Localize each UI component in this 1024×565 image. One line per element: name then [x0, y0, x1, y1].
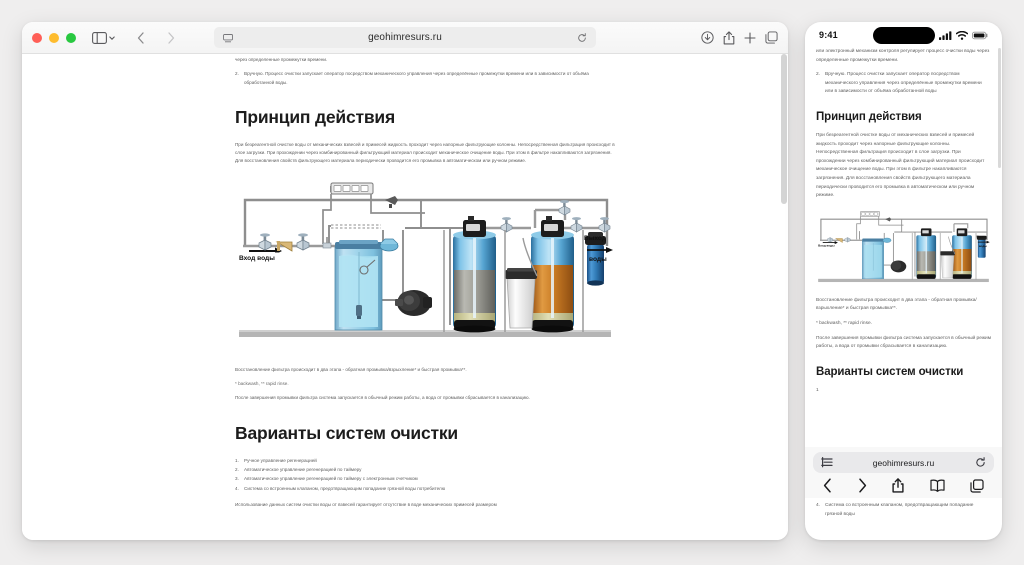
paragraph-restore: Восстановление фильтра происходит в два … — [235, 366, 467, 372]
share-icon[interactable] — [892, 478, 904, 493]
toolbar-right-actions — [701, 30, 778, 45]
tab-overview-icon[interactable] — [765, 31, 778, 44]
forward-button[interactable] — [858, 478, 867, 493]
list-item: Ручное управление регенерацией — [235, 457, 317, 466]
back-button[interactable] — [823, 478, 832, 493]
mobile-paragraph-after-rinse: После завершения промывки фильтра систем… — [816, 335, 992, 350]
paragraph-principle: При безреагентной очистке воды от механи… — [235, 141, 615, 164]
mobile-heading-variants: Варианты систем очистки — [816, 365, 964, 378]
webpage-viewport[interactable]: через определенные промежутки времени. В… — [22, 54, 788, 540]
safari-browser-window: geohimresurs.ru через определенные проме… — [22, 22, 788, 540]
mobile-paragraph-restore: Восстановление фильтра происходит в два … — [816, 297, 977, 312]
forward-button[interactable] — [160, 28, 182, 48]
mobile-heading-principle: Принцип действия — [816, 110, 922, 123]
page-heading-principle: Принцип действия — [235, 106, 395, 127]
status-indicators — [939, 30, 988, 40]
list-item: Автоматическое управление регенерацией п… — [235, 475, 418, 484]
sidebar-icon — [92, 31, 107, 44]
page-scrollbar[interactable] — [781, 54, 787, 204]
list-item: Система со встроенным клапаном, предотвр… — [816, 502, 974, 517]
cellular-signal-icon — [939, 30, 952, 40]
mobile-address-bar[interactable]: geohimresurs.ru — [813, 452, 994, 473]
options-ordered-list: Ручное управление регенерацией Автоматич… — [235, 457, 615, 493]
water-treatment-system-diagram-mobile: Вход воды — [816, 210, 991, 288]
minimize-window-button[interactable] — [49, 32, 59, 43]
water-treatment-system-diagram: Вход воды — [235, 180, 615, 350]
back-button[interactable] — [130, 28, 152, 48]
article-content: через определенные промежутки времени. В… — [235, 54, 615, 509]
svg-text:воды: воды — [979, 244, 988, 248]
diagram-outlet-label-line1: Выход — [584, 235, 607, 242]
status-bar: 9:41 — [805, 22, 1002, 48]
address-bar-url: geohimresurs.ru — [368, 32, 442, 43]
page-settings-icon[interactable] — [821, 457, 833, 468]
navigation-buttons — [130, 28, 182, 48]
reload-icon[interactable] — [975, 457, 986, 468]
list-item: Система со встроенным клапаном, предотвр… — [235, 485, 446, 494]
plus-icon[interactable] — [744, 31, 756, 44]
battery-icon — [972, 31, 988, 40]
close-window-button[interactable] — [32, 32, 42, 43]
status-time: 9:41 — [819, 30, 838, 40]
top-partial-line: через определенные промежутки времени. — [235, 57, 328, 62]
mobile-webpage-viewport[interactable]: или электронный механизм контроля регули… — [805, 48, 1002, 540]
mobile-content-below-toolbar: Система со встроенным клапаном, предотвр… — [805, 498, 1002, 540]
mobile-safari-toolbar: geohimresurs.ru — [805, 447, 1002, 498]
download-icon[interactable] — [701, 31, 714, 44]
window-controls — [32, 32, 76, 43]
chevron-down-icon — [108, 34, 116, 42]
wifi-icon — [956, 30, 968, 40]
mobile-bottom-list: Система со встроенным клапаном, предотвр… — [816, 502, 991, 519]
page-heading-variants: Варианты систем очистки — [235, 422, 458, 443]
mobile-top-ordered-list: Вручную. Процесс очистки запускает опера… — [816, 71, 991, 97]
footnote-text: * backwash, ** rapid rinse. — [235, 381, 289, 387]
reload-icon[interactable] — [577, 32, 587, 43]
list-item: Вручную. Процесс очистки запускает опера… — [816, 71, 982, 95]
svg-text:Вход воды: Вход воды — [818, 243, 835, 247]
maximize-window-button[interactable] — [66, 32, 76, 43]
tabs-icon[interactable] — [970, 478, 984, 493]
address-bar[interactable]: geohimresurs.ru — [214, 27, 596, 48]
browser-toolbar: geohimresurs.ru — [22, 22, 788, 54]
mobile-scrollbar[interactable] — [998, 48, 1001, 168]
mobile-paragraph-principle: При безреагентной очистке воды от механи… — [816, 132, 985, 199]
diagram-inlet-label: Вход воды — [239, 255, 275, 262]
list-item: Автоматическое управление регенерацией п… — [235, 466, 362, 475]
mobile-footnote: * backwash, ** rapid rinse. — [816, 320, 872, 326]
list-item: Вручную. Процесс очистки запускает опера… — [235, 70, 589, 85]
mobile-top-partial: или электронный механизм контроля регули… — [816, 49, 990, 63]
paragraph-after-rinse: После завершения промывки фильтра систем… — [235, 395, 530, 401]
svg-text:Выход: Выход — [976, 234, 986, 238]
mobile-address-bar-url: geohimresurs.ru — [872, 457, 935, 468]
iphone-safari-window: 9:41 или электронный механизм контроля р… — [805, 22, 1002, 540]
mobile-hidden-item-marker: 1 — [816, 387, 819, 393]
bottom-partial-paragraph: Использование данных систем очистки воды… — [235, 501, 497, 507]
reader-view-icon[interactable] — [223, 33, 233, 43]
diagram-outlet-label-line2: воды — [589, 256, 607, 263]
sidebar-toggle-button[interactable] — [92, 31, 116, 44]
book-icon[interactable] — [929, 479, 945, 492]
mobile-toolbar-actions — [813, 473, 994, 493]
top-ordered-list: Вручную. Процесс очистки запускает опера… — [235, 70, 615, 87]
share-icon[interactable] — [723, 30, 735, 45]
dynamic-island — [872, 27, 935, 44]
